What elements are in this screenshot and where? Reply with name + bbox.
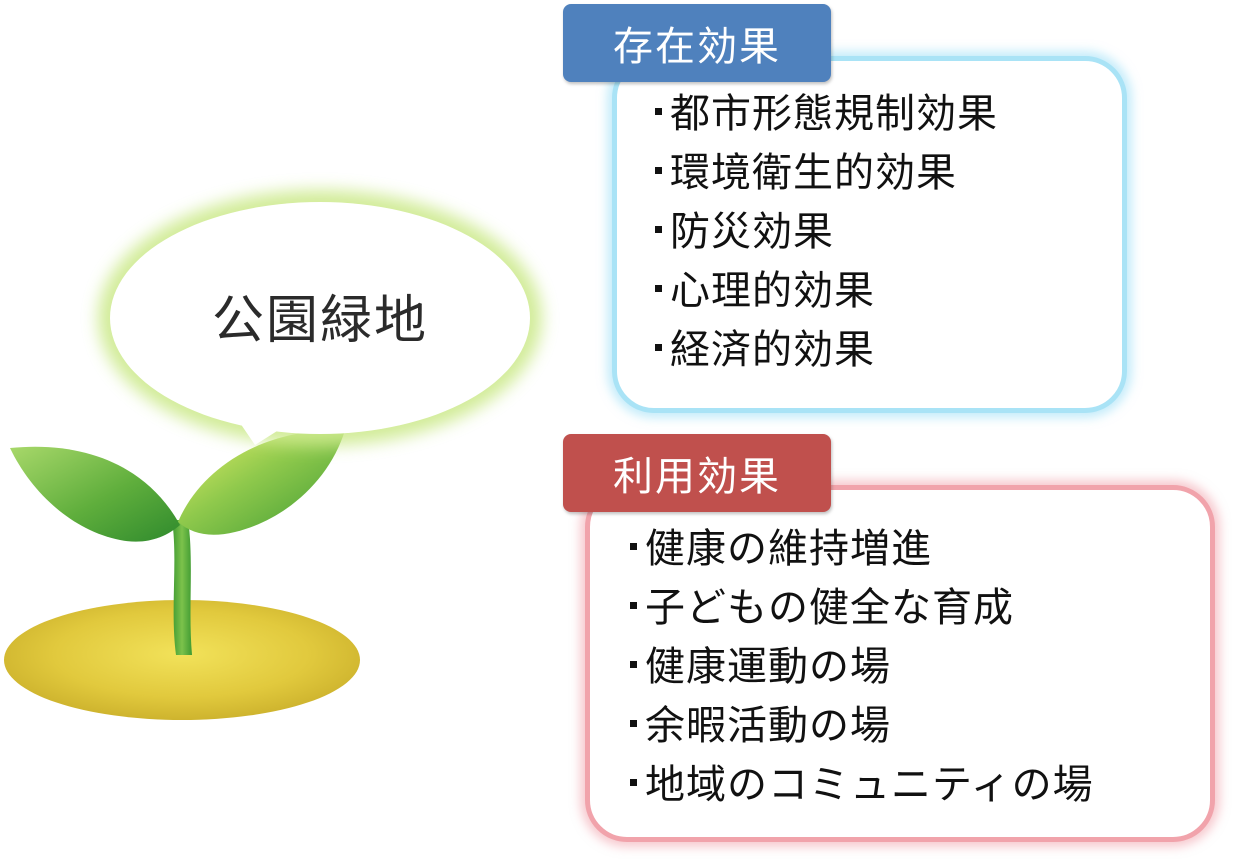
- topic-title: 公園緑地: [211, 290, 428, 351]
- list-item: 環境衛生的効果: [655, 144, 998, 203]
- bullet-icon: [655, 344, 662, 351]
- list-item: 健康の維持増進: [630, 520, 1094, 579]
- list-item: 健康運動の場: [630, 638, 1094, 697]
- list-item: 都市形態規制効果: [655, 85, 998, 144]
- list-item: 子どもの健全な育成: [630, 579, 1094, 638]
- usage-effects-list: 健康の維持増進 子どもの健全な育成 健康運動の場 余暇活動の場 地域のコミュニテ…: [630, 520, 1094, 815]
- existence-effects-box: 都市形態規制効果 環境衛生的効果 防災効果 心理的効果 経済的効果: [612, 56, 1127, 413]
- existence-effects-tab: 存在効果: [563, 4, 831, 82]
- bullet-icon: [655, 167, 662, 174]
- bullet-icon: [630, 720, 637, 727]
- list-item: 余暇活動の場: [630, 697, 1094, 756]
- bullet-icon: [630, 602, 637, 609]
- existence-effects-list: 都市形態規制効果 環境衛生的効果 防災効果 心理的効果 経済的効果: [655, 85, 998, 380]
- ground-ellipse: [4, 600, 360, 720]
- bullet-icon: [655, 285, 662, 292]
- bullet-icon: [655, 108, 662, 115]
- bullet-icon: [630, 661, 637, 668]
- speech-bubble: [110, 202, 530, 434]
- seedling-stem: [172, 520, 192, 655]
- seedling-right-leaf: [178, 429, 345, 535]
- bullet-icon: [630, 779, 637, 786]
- bullet-icon: [630, 543, 637, 550]
- list-item: 心理的効果: [655, 262, 998, 321]
- seedling-left-leaf: [10, 446, 180, 542]
- list-item: 防災効果: [655, 203, 998, 262]
- usage-effects-box: 健康の維持増進 子どもの健全な育成 健康運動の場 余暇活動の場 地域のコミュニテ…: [585, 485, 1215, 842]
- bullet-icon: [655, 226, 662, 233]
- list-item: 経済的効果: [655, 321, 998, 380]
- list-item: 地域のコミュニティの場: [630, 756, 1094, 815]
- usage-effects-tab: 利用効果: [563, 434, 831, 512]
